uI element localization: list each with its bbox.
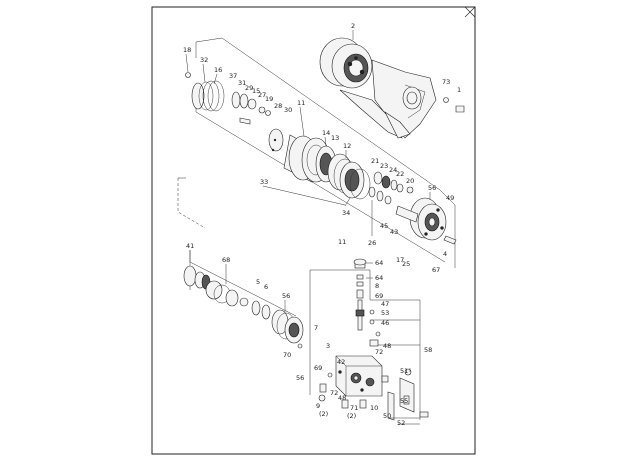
- callout-72-lower: 72: [330, 389, 338, 397]
- output-hub: [395, 97, 465, 245]
- callout-70: 70: [283, 351, 291, 359]
- callout-37: 37: [229, 72, 237, 80]
- callout-2-paren-left: (2): [319, 410, 328, 418]
- callout-27: 27: [258, 91, 266, 99]
- ring-gear-assembly: [283, 134, 371, 200]
- drive-motor-housing: [319, 37, 437, 139]
- callout-33: 33: [260, 178, 268, 186]
- callout-14: 14: [322, 129, 330, 137]
- callout-5: 5: [256, 278, 260, 286]
- callout-32: 32: [200, 56, 208, 64]
- callout-3: 3: [326, 342, 330, 350]
- callout-2-paren-right: (2): [347, 412, 356, 420]
- callout-69-lower: 69: [314, 364, 322, 372]
- callout-51: 51: [400, 367, 408, 375]
- callout-69-upper: 69: [375, 292, 383, 300]
- callout-56-lower: 56: [282, 292, 290, 300]
- callout-52: 52: [397, 419, 405, 427]
- callout-10: 10: [370, 404, 378, 412]
- control-valve-block: [309, 258, 421, 420]
- callout-6: 6: [264, 283, 268, 291]
- lower-left-gear-parts: [183, 265, 304, 349]
- callout-31: 31: [238, 79, 246, 87]
- callout-48-lower: 48: [338, 394, 346, 402]
- callout-68: 68: [222, 256, 230, 264]
- callout-11-upper: 11: [297, 99, 305, 107]
- callout-72-upper: 72: [375, 348, 383, 356]
- callout-26: 26: [368, 239, 376, 247]
- callout-30: 30: [284, 106, 292, 114]
- callout-49: 49: [446, 194, 454, 202]
- callout-56-left: 56: [296, 374, 304, 382]
- right-cover-parts: [387, 368, 429, 425]
- drawing-frame: [151, 6, 476, 455]
- callout-15: 15: [252, 87, 260, 95]
- callout-12: 12: [343, 142, 351, 150]
- upper-assembly: [177, 37, 465, 268]
- callout-58: 58: [424, 346, 432, 354]
- callout-71: 71: [350, 404, 358, 412]
- callout-11-lower: 11: [338, 238, 346, 246]
- callout-1: 1: [457, 86, 461, 94]
- callout-24: 24: [389, 166, 397, 174]
- callout-16: 16: [214, 66, 222, 74]
- callout-23: 23: [380, 162, 388, 170]
- callout-42: 42: [337, 358, 345, 366]
- callout-34: 34: [342, 209, 350, 217]
- callout-29: 29: [245, 84, 253, 92]
- callout-2: 2: [351, 22, 355, 30]
- callout-25: 25: [402, 260, 410, 268]
- callout-64-a: 64: [375, 259, 383, 267]
- callout-8: 8: [375, 282, 379, 290]
- callout-20: 20: [406, 177, 414, 185]
- callout-7: 7: [314, 324, 318, 332]
- callout-64-b: 64: [375, 274, 383, 282]
- callout-48-upper: 48: [383, 342, 391, 350]
- callout-19: 19: [265, 95, 273, 103]
- callout-17: 17: [396, 256, 404, 264]
- callout-13: 13: [331, 134, 339, 142]
- callout-56-upper: 56: [428, 184, 436, 192]
- lower-assembly: [183, 250, 429, 425]
- callout-50: 50: [383, 412, 391, 420]
- callout-22: 22: [396, 170, 404, 178]
- callout-45: 45: [380, 222, 388, 230]
- callout-55: 55: [400, 397, 408, 405]
- callout-67: 67: [432, 266, 440, 274]
- callout-28: 28: [274, 102, 282, 110]
- callout-46: 46: [381, 319, 389, 327]
- callout-21: 21: [371, 157, 379, 165]
- callout-labels: 2 18 32 16 37 31 29 15 27 19 28 30 11 14…: [183, 22, 461, 427]
- callout-73: 73: [442, 78, 450, 86]
- callout-53: 53: [381, 309, 389, 317]
- callout-4: 4: [443, 250, 447, 258]
- callout-41: 41: [186, 242, 194, 250]
- leader-lines: [185, 53, 431, 372]
- callout-43: 43: [390, 228, 398, 236]
- callout-47: 47: [381, 300, 389, 308]
- callout-18: 18: [183, 46, 191, 54]
- left-small-parts: [185, 72, 284, 152]
- mid-small-parts: [368, 171, 414, 205]
- callout-9: 9: [316, 402, 320, 410]
